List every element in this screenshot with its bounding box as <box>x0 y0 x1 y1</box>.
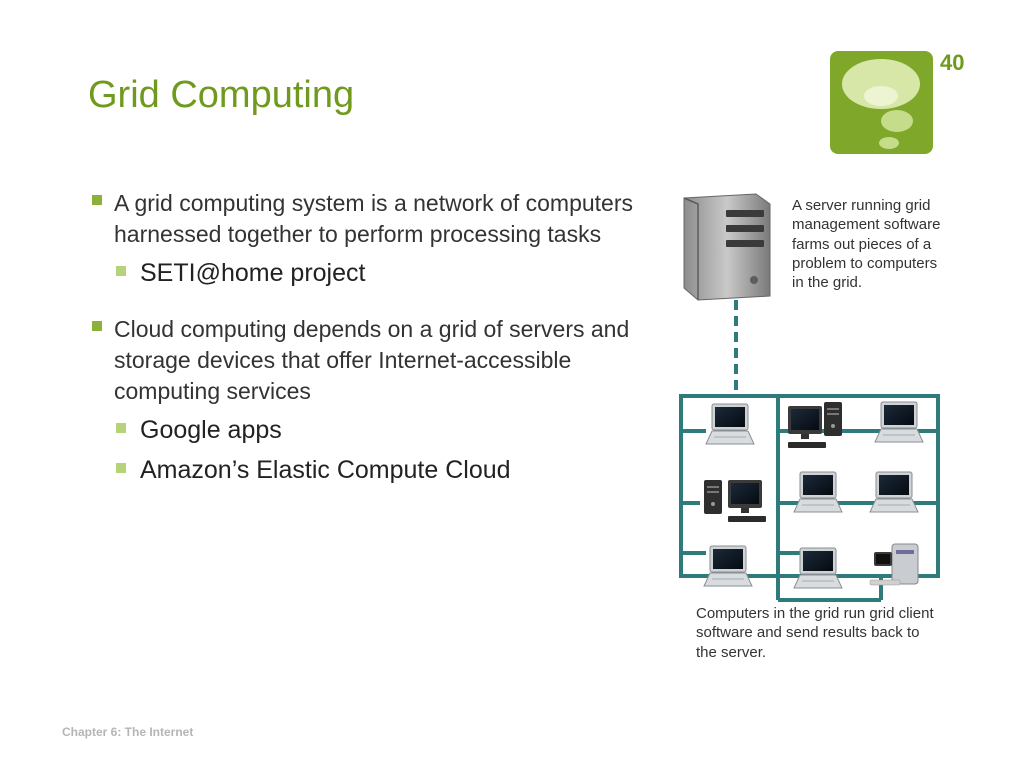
desktop-icon <box>704 480 766 522</box>
sub-bullet-seti: SETI@home project <box>114 256 650 290</box>
sub-bullet-amazon-ec2: Amazon’s Elastic Compute Cloud <box>114 453 650 487</box>
laptop-icon <box>869 471 919 513</box>
tower-icon <box>869 543 919 586</box>
footer-chapter: Chapter 6: The Internet <box>62 725 194 739</box>
server-icon <box>683 193 771 301</box>
grid-diagram <box>679 193 940 602</box>
bullet-list: A grid computing system is a network of … <box>90 188 650 487</box>
sub-bullet-google-apps: Google apps <box>114 413 650 447</box>
desktop-icon <box>788 402 842 448</box>
laptop-icon <box>874 401 924 443</box>
slide-title: Grid Computing <box>88 74 355 116</box>
laptop-icon <box>703 545 753 587</box>
laptop-icon <box>793 471 843 513</box>
server-caption: A server running grid management softwar… <box>792 197 941 292</box>
bullet-grid-computing: A grid computing system is a network of … <box>90 188 650 250</box>
laptop-icon <box>705 403 755 445</box>
client-caption: Computers in the grid run grid client so… <box>696 605 934 661</box>
page-number: 40 <box>940 50 965 75</box>
logo-thought-bubble-icon <box>830 51 933 154</box>
laptop-icon <box>793 547 843 589</box>
bullet-cloud-computing: Cloud computing depends on a grid of ser… <box>90 314 650 407</box>
